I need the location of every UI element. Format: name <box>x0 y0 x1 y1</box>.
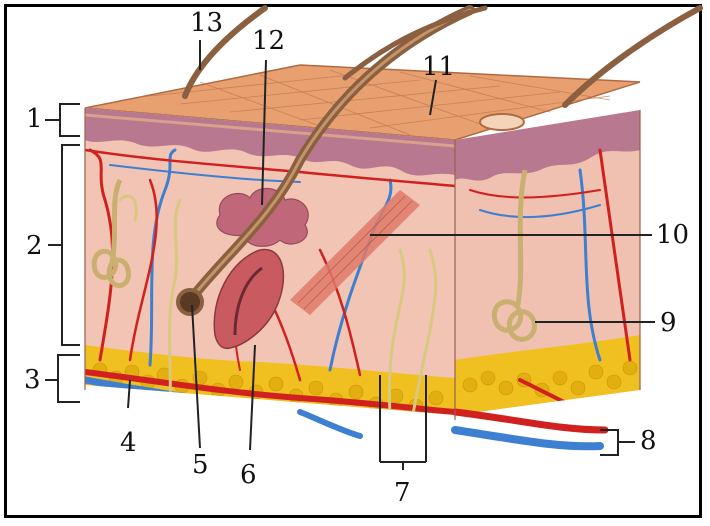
label-2: 2 <box>26 233 43 259</box>
label-12: 12 <box>252 28 285 54</box>
label-5: 5 <box>192 452 209 478</box>
vessel-ends <box>300 412 605 446</box>
right-face <box>450 100 650 420</box>
label-11: 11 <box>422 54 455 80</box>
sweat-pore <box>480 114 524 130</box>
label-9: 9 <box>660 310 677 336</box>
label-1: 1 <box>26 106 43 132</box>
label-10: 10 <box>656 222 689 248</box>
label-3: 3 <box>24 367 41 393</box>
left-face <box>80 100 460 470</box>
label-13: 13 <box>190 10 223 36</box>
label-8: 8 <box>640 428 657 454</box>
label-6: 6 <box>240 462 257 488</box>
label-7: 7 <box>394 480 411 506</box>
label-4: 4 <box>120 430 137 456</box>
hair-shaft-cut-end <box>178 290 202 314</box>
